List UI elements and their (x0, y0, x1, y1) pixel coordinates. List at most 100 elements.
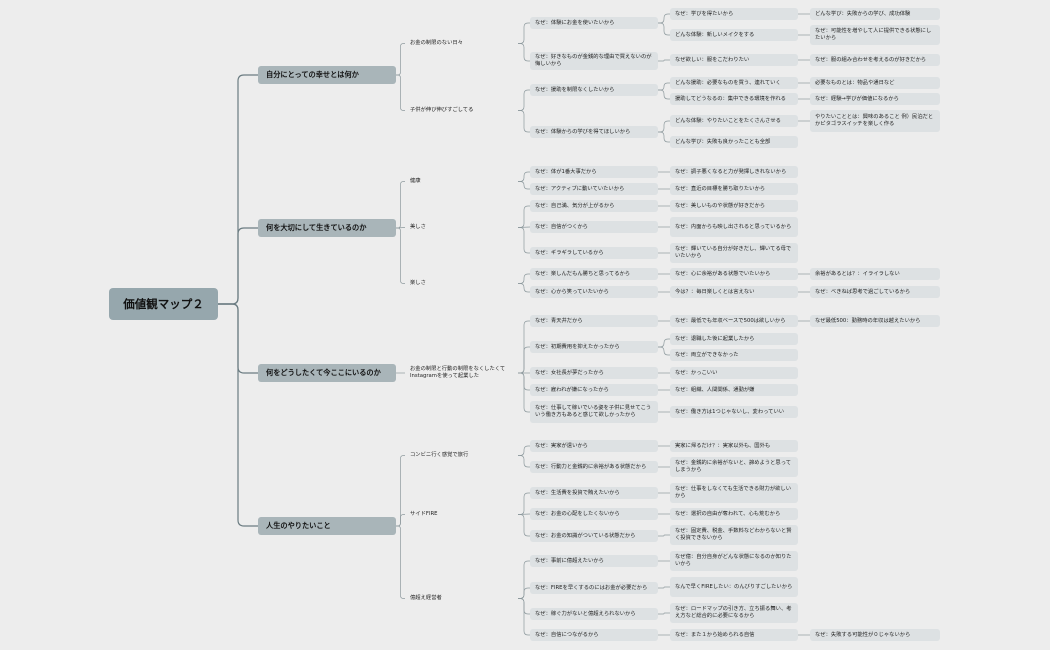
mind-map-node-m2a2[interactable]: なぜ：アクティブに動いていたいから (530, 183, 658, 195)
connector-m1a-m1a1 (518, 22, 530, 44)
mind-map-node-m4b1a[interactable]: なぜ：仕事をしなくても生活できる財力が欲しいから (670, 483, 798, 503)
mind-map-node-m1b2b[interactable]: どんな学び：失敗も良かったことも全部 (670, 136, 798, 148)
mind-map-node-m4c2a[interactable]: なんで早くFIREしたい：のんびりすごしたいから (670, 577, 798, 597)
connector-m4-m4c (396, 525, 405, 599)
mind-map-node-m2b1[interactable]: なぜ：自己満、気分が上がるから (530, 200, 658, 212)
mind-map-node-m4b1[interactable]: なぜ：生活費を投資で賄えたいから (530, 487, 658, 499)
mind-map-node-m1b1b[interactable]: 援助してどうなるの：集中できる環境を作れる (670, 93, 798, 105)
connector-m3a-m3a2 (518, 346, 530, 374)
mind-map-node-m4a1a[interactable]: 実家に帰るだけ？：実家以外も、国外も (670, 440, 798, 452)
mind-map-node-m2c1[interactable]: なぜ：楽しんだもん勝ちと思ってるから (530, 268, 658, 280)
mind-map-node-m3a4[interactable]: なぜ：雇われが嫌になったから (530, 384, 658, 396)
connector-m1b1-m1b1a (658, 82, 670, 91)
connector-m4-m4a (396, 455, 405, 527)
mind-map-node-m1b1a1[interactable]: 必要なものとは：物品や通日など (810, 77, 940, 89)
mind-map-node-m1a1a1[interactable]: どんな学び：失敗からの学び、成功体験 (810, 8, 940, 20)
mind-map-node-m2b2[interactable]: なぜ：自信がつくから (530, 221, 658, 233)
mind-map-node-m4b3[interactable]: なぜ：お金の知識がついている状態だから (530, 530, 658, 542)
mind-map-node-m3a2a[interactable]: なぜ：退職した後に起業したから (670, 333, 798, 345)
mind-map-node-m3a3a[interactable]: なぜ：かっこいい (670, 367, 798, 379)
mind-map-node-m3a[interactable]: お金の制限と行動の制限をなくしたくてInstagramを使って起業した (410, 366, 506, 379)
mind-map-node-m3a5[interactable]: なぜ：仕事して稼いでいる姿を子供に見せてこういう働き方もあると感じて欲しかったか… (530, 401, 658, 423)
connector-m1b1-m1b1b (658, 89, 670, 100)
mind-map-node-m1b1b1[interactable]: なぜ：経験→学びが価値になるから (810, 93, 940, 105)
mind-map-node-m4c4a1[interactable]: なぜ：失敗する可能性が０じゃないから (810, 629, 940, 641)
mind-map-node-m4c[interactable]: 億超え経営者 (410, 595, 442, 602)
mind-map-node-m3[interactable]: 何をどうしたくて今ここにいるのか (258, 364, 396, 382)
mind-map-node-m4c2[interactable]: なぜ：FIREを早くするのにはお金が必要だから (530, 582, 658, 594)
mind-map-node-m2c2a1[interactable]: なぜ：べきねば思考で過ごしているから (810, 286, 940, 298)
mind-map-node-m4c1[interactable]: なぜ：事前に億超えたいから (530, 555, 658, 567)
mind-map-node-m1a2[interactable]: なぜ：好きなものが金銭的な理由で買えないのが悔しいから (530, 52, 658, 70)
mind-map-node-m3a1a1[interactable]: なぜ最低500：勤務時の年収は越えたいから (810, 315, 940, 327)
mind-map-node-root[interactable]: 価値観マップ２ (109, 288, 218, 320)
mind-map-node-m1a[interactable]: お金の制限のない日々 (410, 40, 463, 47)
mind-map-node-m4c4a[interactable]: なぜ：また１から始められる自信 (670, 629, 798, 641)
mind-map-node-m1b[interactable]: 子供が伸び伸びすごしてる (410, 107, 474, 114)
connector-m4c-m4c2 (518, 587, 530, 599)
mind-map-node-m1[interactable]: 自分にとっての幸せとは何か (258, 66, 396, 84)
mind-map-node-m2b2a[interactable]: なぜ：内面からも映し出されると思っているから (670, 217, 798, 237)
mind-map-node-m1b2a1[interactable]: やりたいこととは：興味のあること 例）民泊だとかピタゴラスイッチを楽しく作る (810, 110, 940, 132)
mind-map-node-m3a4a[interactable]: なぜ：組織、人間関係、通勤が嫌 (670, 384, 798, 396)
mind-map-node-m4c4[interactable]: なぜ：自信につながるから (530, 629, 658, 641)
mind-map-node-m1a1b[interactable]: どんな体験：新しいメイクをする (670, 29, 798, 41)
mind-map-node-m2b3a[interactable]: なぜ：輝いている自分が好きだし、輝いてる母でいたいから (670, 243, 798, 263)
mind-map-node-m2c1a1[interactable]: 余裕があるとは？：イライラしない (810, 268, 940, 280)
mind-map-node-m3a5a[interactable]: なぜ：働き方は1つじゃないし、変わっていい (670, 406, 798, 418)
connector-m3a2-m3a2b (658, 346, 670, 356)
mind-map-node-m4a1[interactable]: なぜ：実家が遠いから (530, 440, 658, 452)
mind-map-node-m2b1a[interactable]: なぜ：美しいものや状態が好きだから (670, 200, 798, 212)
mind-map-node-m3a2[interactable]: なぜ：初期費用を抑えたかったから (530, 341, 658, 353)
mind-map-node-m1a1[interactable]: なぜ：体験にお金を使いたいから (530, 17, 658, 29)
mind-map-node-m2a1a[interactable]: なぜ：調子悪くなると力が発揮しきれないから (670, 166, 798, 178)
mind-map-node-m4b2[interactable]: なぜ：お金の心配をしたくないから (530, 508, 658, 520)
connector-m1b-m1b2 (518, 110, 530, 133)
connector-m1-m1b (396, 74, 405, 111)
mind-map-node-m1a2a1[interactable]: なぜ：服の組み合わせを考えるのが好きだから (810, 54, 940, 66)
mind-map-node-m2c[interactable]: 楽しさ (410, 280, 426, 287)
mind-map-node-m3a3[interactable]: なぜ：女社長が夢だったから (530, 367, 658, 379)
mind-map-node-m2c2a[interactable]: 今は？：毎日楽しくとは言えない (670, 286, 798, 298)
mind-map-node-m2b[interactable]: 美しさ (410, 224, 426, 231)
mind-map-node-m4c1a[interactable]: なぜ億：自分自身がどんな状態になるのか知りたいから (670, 551, 798, 571)
mind-map-node-m4a[interactable]: コンビニ行く感覚で旅行 (410, 452, 469, 459)
connector-m4c3-m4c3a (658, 612, 670, 615)
mind-map-node-m2a2a[interactable]: なぜ：直近の目標を勝ち取りたいから (670, 183, 798, 195)
connector-m4a-m4a2 (518, 455, 530, 468)
mind-map-node-m1a1b1[interactable]: なぜ：可能性を増やして人に提供できる状態にしたいから (810, 25, 940, 45)
mind-map-node-m4b2a[interactable]: なぜ：選択の自由が奪われて、心も荒むから (670, 508, 798, 520)
mind-map-node-m4a2a[interactable]: なぜ：金銭的に余裕がないと、諦めようと思ってしまうから (670, 457, 798, 477)
mind-map-node-m2c1a[interactable]: なぜ：心に余裕がある状態でいたいから (670, 268, 798, 280)
mind-map-node-m1b2[interactable]: なぜ：体験からの学びを得てほしいから (530, 126, 658, 138)
mind-map-node-m4c3[interactable]: なぜ：稼ぐ力がないと億超えられないから (530, 608, 658, 620)
mind-map-node-m1b2a[interactable]: どんな体験：やりたいことをたくさんさせる (670, 115, 798, 127)
mind-map-node-m3a1[interactable]: なぜ：青天井だから (530, 315, 658, 327)
connector-m4b3-m4b3a (658, 534, 670, 537)
connector-m2b-m2b1 (518, 205, 530, 228)
mind-map-node-m2a[interactable]: 健康 (410, 178, 421, 185)
mind-map-node-m3a1a[interactable]: なぜ：最低でも年収ベースで500は欲しいから (670, 315, 798, 327)
mind-map-node-m1a1a[interactable]: なぜ：学びを得たいから (670, 8, 798, 20)
mind-map-node-m2b3[interactable]: なぜ：ギラギラしているから (530, 247, 658, 259)
mind-map-node-m2c2[interactable]: なぜ：心から笑っていたいから (530, 286, 658, 298)
connector-m4a-m4a1 (518, 445, 530, 456)
mind-map-node-m1b1a[interactable]: どんな援助：必要なものを買う、連れていく (670, 77, 798, 89)
mind-map-node-m4a2[interactable]: なぜ：行動力と金銭的に余裕がある状態だから (530, 461, 658, 473)
mind-map-node-m1b1[interactable]: なぜ：援助を制限なくしたいから (530, 84, 658, 96)
mind-map-node-m4b[interactable]: サイドFIRE (410, 511, 438, 518)
mind-map-node-m3a2b[interactable]: なぜ：両立ができなかった (670, 349, 798, 361)
connector-m2-m2a (396, 181, 405, 229)
mind-map-node-m2[interactable]: 何を大切にして生きているのか (258, 219, 396, 237)
mind-map-node-m4b3a[interactable]: なぜ：固定費、税金、手数料などわからないと賢く投資できないから (670, 525, 798, 545)
mind-map-node-m4[interactable]: 人生のやりたいこと (258, 517, 396, 535)
connector-m4b-m4b3 (518, 514, 530, 537)
mind-map-node-m4c3a[interactable]: なぜ：ロードマップの引き方、立ち振る舞い、考え方など総合的に必要になるから (670, 603, 798, 623)
connector-m4c2-m4c2a (658, 586, 670, 589)
connector-m4-m4b (396, 514, 405, 527)
connector-m1a1-m1a1a (658, 13, 670, 24)
mind-map-node-m1a2a[interactable]: なぜ欲しい：服をこだわりたい (670, 54, 798, 66)
mind-map-node-m2a1[interactable]: なぜ：体が1番大事だから (530, 166, 658, 178)
